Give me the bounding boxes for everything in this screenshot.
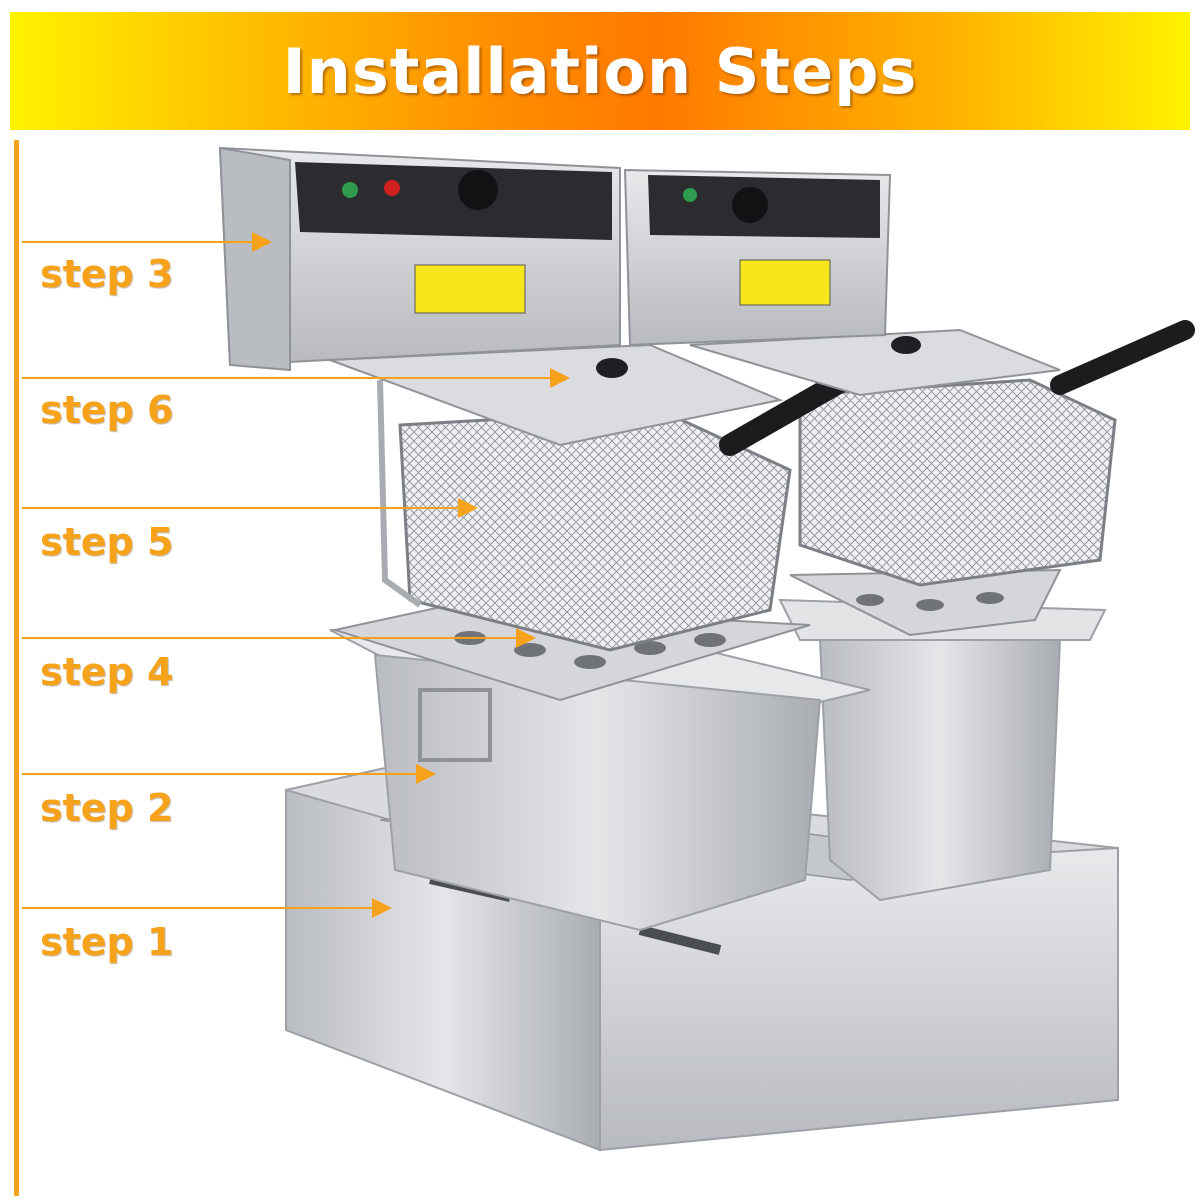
lid	[329, 328, 1061, 447]
step-label-6: step 6	[40, 388, 174, 432]
step-label-3: step 3	[40, 252, 174, 296]
step-label-1: step 1	[40, 920, 174, 964]
banner-title: Installation Steps	[282, 34, 918, 108]
step-arrows	[22, 232, 570, 918]
vertical-guide-line	[14, 140, 19, 1196]
control-head	[218, 146, 892, 372]
fry-basket	[377, 378, 1117, 652]
title-banner: Installation Steps	[10, 12, 1190, 130]
step-label-5: step 5	[40, 520, 174, 564]
step-label-4: step 4	[40, 650, 174, 694]
step-label-2: step 2	[40, 786, 174, 830]
